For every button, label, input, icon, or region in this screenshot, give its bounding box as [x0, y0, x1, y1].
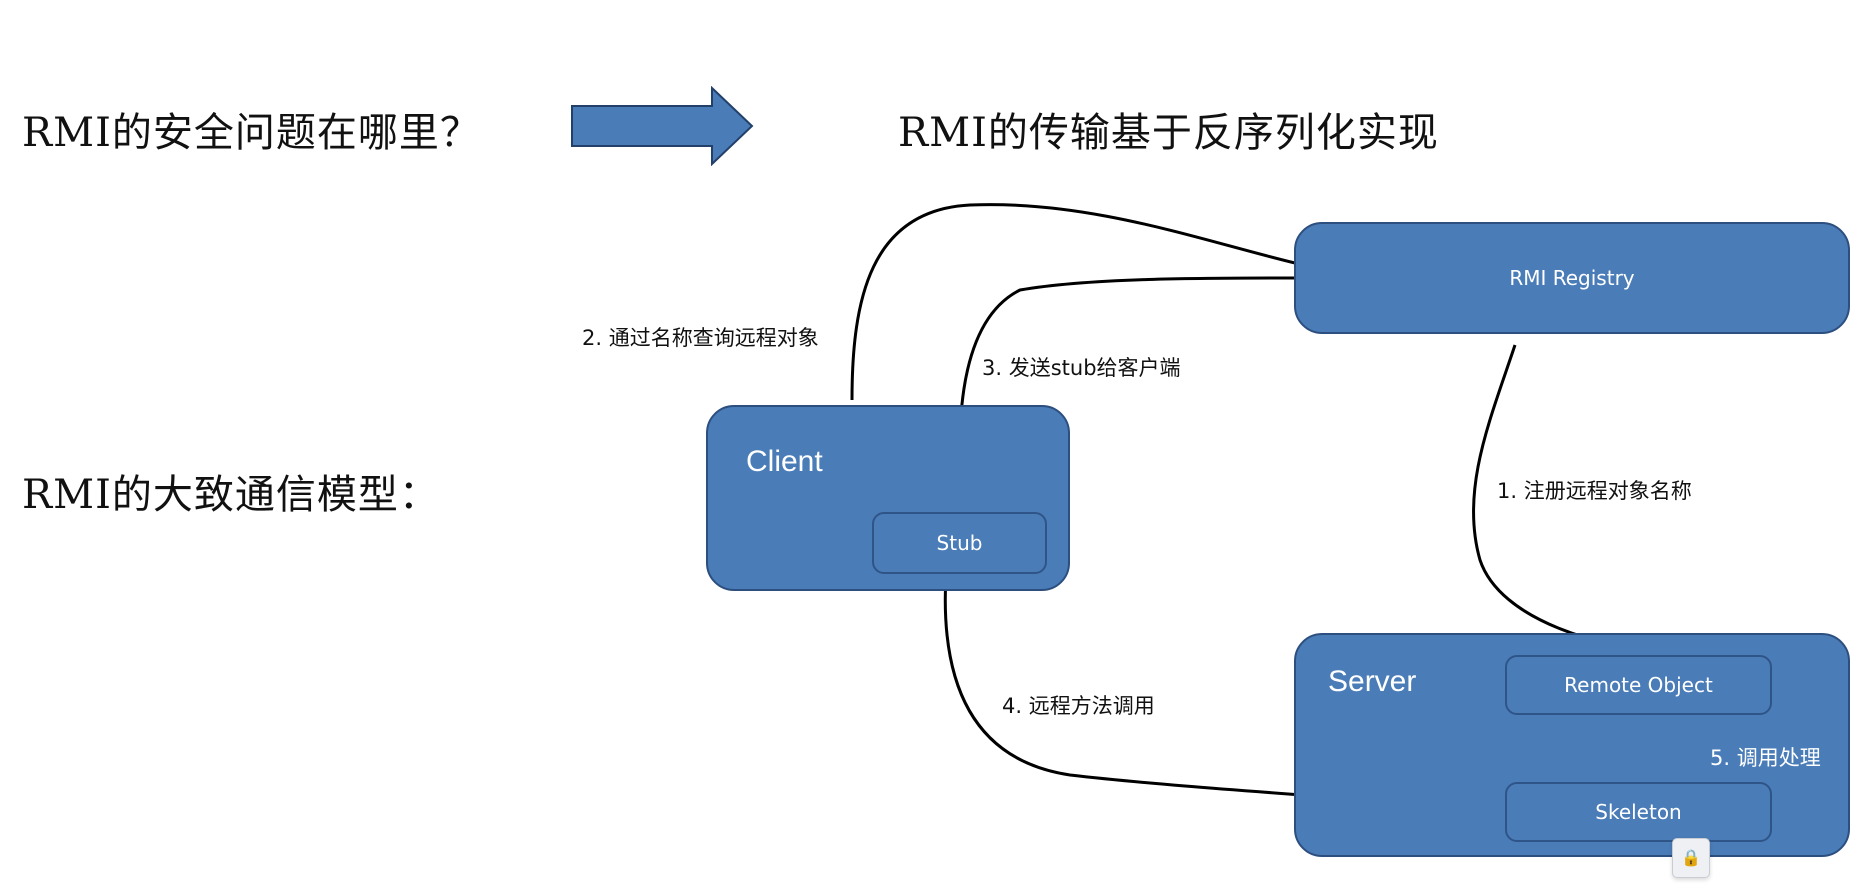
step-2-label: 2. 通过名称查询远程对象 [582, 326, 819, 350]
stub-box: Stub [872, 512, 1047, 574]
remote-object-box: Remote Object [1505, 655, 1772, 715]
rmi-registry-label: RMI Registry [1509, 266, 1635, 290]
step-4-label: 4. 远程方法调用 [1002, 694, 1155, 718]
step-5-label: 5. 调用处理 [1710, 746, 1821, 770]
usb-lock-icon[interactable]: 🔒 [1672, 838, 1710, 878]
server-title: Server [1328, 665, 1417, 698]
answer-heading: RMI的传输基于反序列化实现 [898, 110, 1439, 156]
line-step2 [850, 203, 1296, 401]
model-heading: RMI的大致通信模型： [22, 472, 440, 518]
rmi-registry-box: RMI Registry [1294, 222, 1850, 334]
question-heading: RMI的安全问题在哪里？ [22, 110, 481, 156]
client-title: Client [746, 445, 823, 478]
step-1-label: 1. 注册远程对象名称 [1497, 479, 1692, 503]
skeleton-box: Skeleton [1505, 782, 1772, 842]
step-3-label: 3. 发送stub给客户端 [982, 356, 1181, 380]
right-arrow-icon [571, 86, 754, 166]
